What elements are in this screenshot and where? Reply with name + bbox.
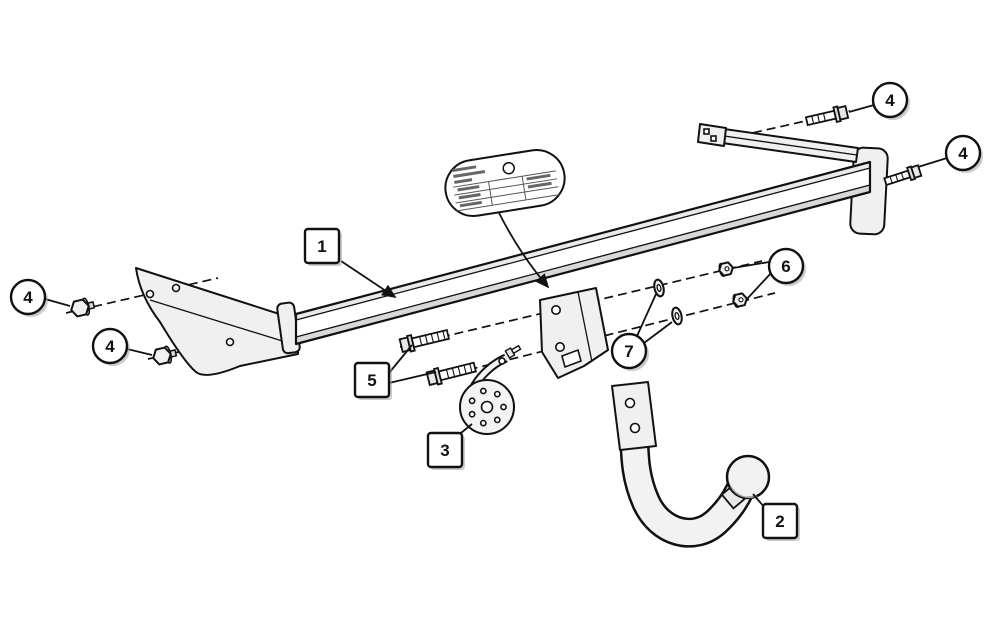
flange-nut bbox=[718, 261, 734, 278]
callout-5: 5 bbox=[353, 361, 392, 400]
washer bbox=[653, 278, 665, 298]
callout-4b-label: 4 bbox=[958, 144, 968, 163]
callout-4a: 4 bbox=[871, 81, 910, 120]
flange-bolt bbox=[804, 105, 850, 127]
flange-nut bbox=[732, 292, 748, 309]
left-flange-bolt bbox=[152, 345, 178, 366]
callout-1-label: 1 bbox=[317, 237, 326, 256]
spec-label-plate bbox=[444, 148, 566, 289]
left-side-plate bbox=[135, 267, 299, 376]
callout-4c: 4 bbox=[9, 278, 48, 317]
towball-mount-bracket bbox=[539, 287, 609, 379]
callout-7: 7 bbox=[610, 332, 649, 371]
washer bbox=[671, 306, 683, 326]
callout-1: 1 bbox=[303, 227, 342, 266]
swan-neck-towball bbox=[611, 381, 771, 548]
callout-3: 3 bbox=[426, 431, 465, 470]
flange-bolt bbox=[883, 164, 923, 187]
callout-4a-label: 4 bbox=[885, 91, 895, 110]
callout-2-label: 2 bbox=[775, 512, 784, 531]
callout-7-label: 7 bbox=[624, 342, 633, 361]
main-crossbar bbox=[294, 160, 872, 346]
left-flange-bolt bbox=[70, 297, 96, 318]
callout-4d-label: 4 bbox=[105, 337, 115, 356]
callout-6: 6 bbox=[767, 247, 806, 286]
electrical-socket-plate bbox=[459, 344, 522, 435]
callout-5-label: 5 bbox=[367, 371, 376, 390]
callout-4c-label: 4 bbox=[23, 288, 33, 307]
callout-2: 2 bbox=[761, 502, 800, 541]
callout-4d: 4 bbox=[91, 327, 130, 366]
right-mounting-flange bbox=[697, 123, 859, 163]
callout-6-label: 6 bbox=[781, 257, 790, 276]
fixing-bolt bbox=[398, 328, 451, 354]
callout-4b: 4 bbox=[944, 134, 983, 173]
callout-3-label: 3 bbox=[440, 441, 449, 460]
